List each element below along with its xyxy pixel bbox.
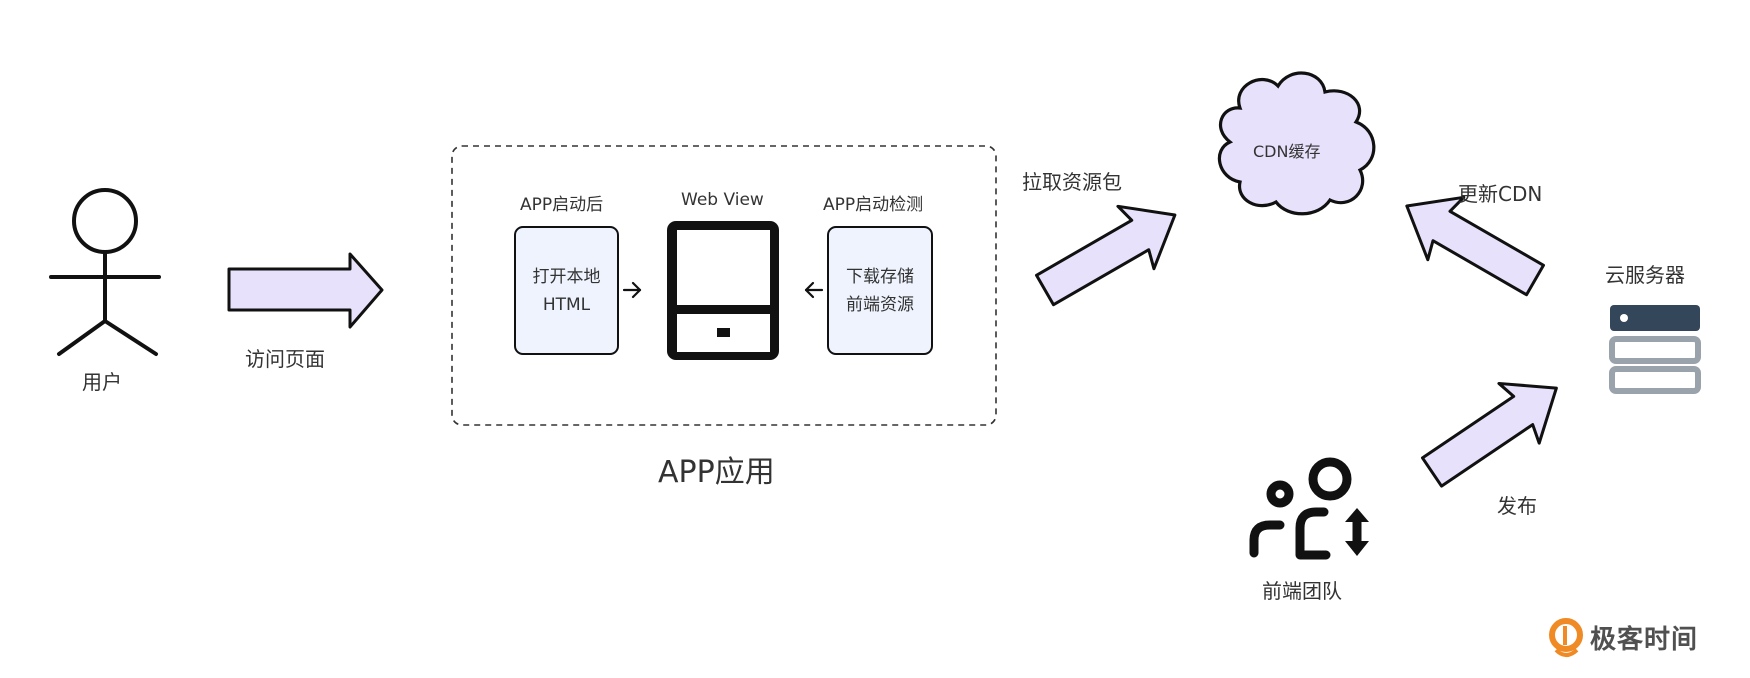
right-card-line-2: 前端资源 (846, 294, 914, 315)
download-resources-card: 下载存储 前端资源 (827, 226, 933, 355)
pull-arrow (1035, 204, 1177, 307)
update-arrow-label: 更新CDN (1458, 182, 1543, 206)
visit-arrow-label: 访问页面 (245, 347, 325, 371)
webview-heading: Web View (681, 190, 764, 210)
team-label: 前端团队 (1262, 579, 1342, 603)
publish-arrow-label: 发布 (1497, 494, 1537, 518)
right-card-line-1: 下载存储 (846, 266, 914, 287)
server-stack-icon (1609, 305, 1701, 394)
updown-arrow-icon (1345, 508, 1369, 556)
server-label: 云服务器 (1605, 263, 1685, 287)
team-icon (1249, 457, 1362, 560)
actor-label: 用户 (82, 370, 122, 394)
pull-arrow-label: 拉取资源包 (1022, 170, 1122, 194)
right-card-heading: APP启动检测 (823, 195, 924, 215)
arrow-left-icon (804, 281, 824, 299)
update-arrow (1405, 195, 1545, 297)
arrow-right-icon (622, 281, 642, 299)
left-card-line-1: 打开本地 (532, 266, 601, 287)
app-title: APP应用 (658, 455, 775, 490)
cloud-icon (1217, 71, 1376, 216)
visit-arrow (227, 252, 384, 329)
cdn-label: CDN缓存 (1253, 142, 1321, 161)
left-card-line-2: HTML (542, 294, 591, 315)
tablet-device-icon (667, 221, 779, 360)
left-card-heading: APP启动后 (520, 195, 604, 215)
stick-figure-icon (49, 188, 161, 356)
brand-name: 极客时间 (1590, 625, 1699, 655)
geektime-logo-icon (1549, 618, 1583, 657)
open-local-html-card: 打开本地 HTML (514, 226, 619, 355)
publish-arrow (1420, 381, 1558, 488)
